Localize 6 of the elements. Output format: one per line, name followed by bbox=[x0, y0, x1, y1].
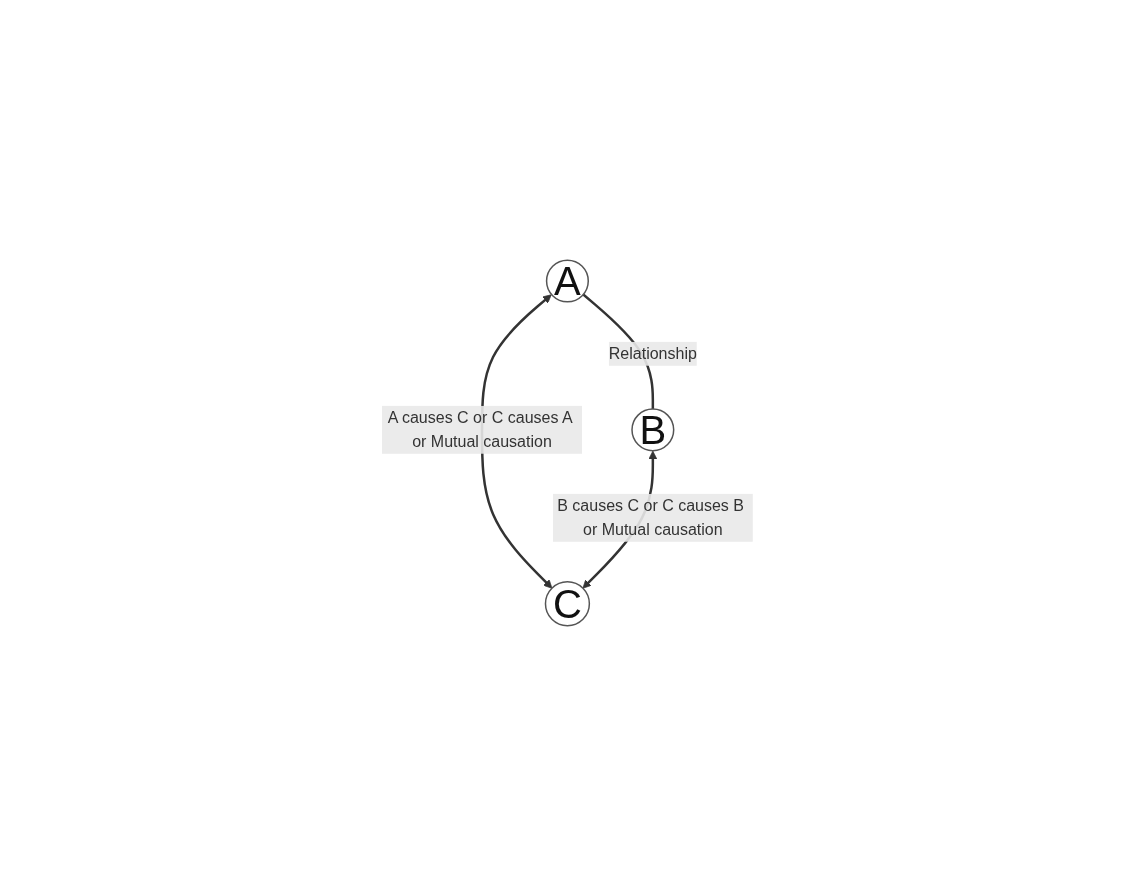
edge-label: B causes C or C causes B or Mutual causation bbox=[556, 496, 744, 538]
edge-label: Relationship bbox=[608, 344, 697, 362]
node-circle: C bbox=[544, 580, 590, 627]
edge-label: A causes C or C causes A or Mutual causation bbox=[387, 408, 572, 450]
node-circle: A bbox=[545, 259, 589, 303]
node-circle: B bbox=[630, 407, 674, 452]
